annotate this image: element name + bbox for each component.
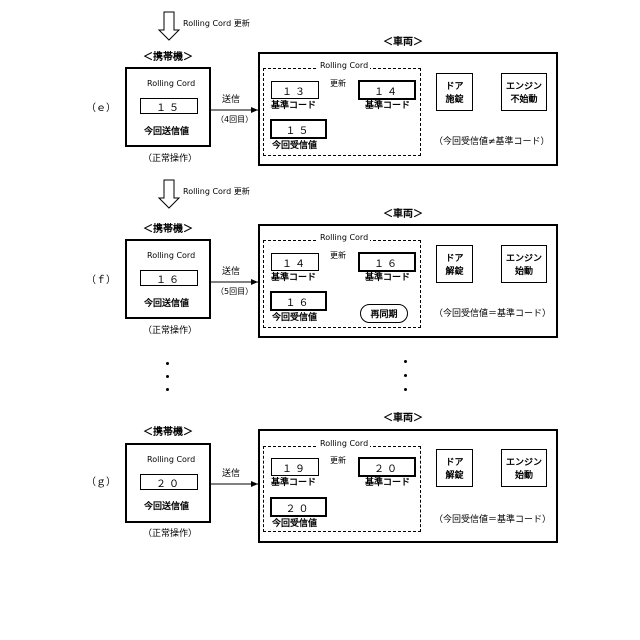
door-line-2: 施錠 [445,92,463,105]
this-tx-label: 今回送信値 [144,300,189,309]
section-label: （ｅ） [86,104,116,114]
mobile-title: ＜携帯機＞ [143,225,193,235]
rolling-cord-label: Rolling Cord [318,234,370,242]
door-line-1: ドア [445,251,463,264]
condition-label: （今回受信値≠基準コード） [434,138,550,147]
old-base-code-box: １３ [271,81,319,99]
update-label: 更新 [330,252,346,260]
vehicle-title: ＜車両＞ [383,414,423,424]
rolling-cord-label: Rolling Cord [147,252,195,260]
section-label: （ｆ） [86,276,116,286]
tx-label: 送信 [222,268,240,277]
update-caption-1: Rolling Cord 更新 [183,20,250,28]
base-code-label: 基準コード [271,274,316,283]
base-code-label: 基準コード [365,479,410,488]
this-tx-label: 今回送信値 [144,128,189,137]
engine-line-1: エンジン [506,455,542,468]
this-rx-label: 今回受信値 [272,520,317,529]
rolling-cord-label: Rolling Cord [318,62,370,70]
tx-value-box: １６ [140,270,198,286]
update-label: 更新 [330,80,346,88]
new-base-code-box: １６ [358,252,416,272]
door-line-1: ドア [445,79,463,92]
update-arrow-2 [159,180,179,208]
door-box: ドア 施錠 [436,73,473,111]
engine-line-1: エンジン [506,251,542,264]
rx-value-box: ２０ [270,497,327,517]
door-box: ドア 解錠 [436,245,473,283]
door-box: ドア 解錠 [436,449,473,487]
this-tx-label: 今回送信値 [144,503,189,512]
normal-op-label: （正常操作） [143,327,197,336]
engine-line-2: 始動 [515,264,533,277]
mobile-title: ＜携帯機＞ [143,53,193,63]
update-arrow-1 [159,12,179,40]
engine-box: エンジン 始動 [501,245,547,283]
engine-line-2: 不始動 [510,92,537,105]
condition-label: （今回受信値＝基準コード） [434,516,551,525]
this-rx-label: 今回受信値 [272,142,317,151]
engine-line-1: エンジン [506,79,542,92]
engine-box: エンジン 不始動 [501,73,547,111]
vehicle-title: ＜車両＞ [383,38,423,48]
rolling-cord-label: Rolling Cord [147,80,195,88]
base-code-label: 基準コード [365,102,410,111]
this-rx-label: 今回受信値 [272,314,317,323]
rx-value-box: １６ [270,291,327,311]
new-base-code-box: ２０ [358,457,416,477]
update-label: 更新 [330,457,346,465]
update-caption-2: Rolling Cord 更新 [183,188,250,196]
normal-op-label: （正常操作） [143,155,197,164]
engine-line-2: 始動 [515,468,533,481]
condition-label: （今回受信値＝基準コード） [434,310,551,319]
new-base-code-box: １４ [358,80,416,100]
tx-value-box: ２０ [140,474,198,490]
engine-box: エンジン 始動 [501,449,547,487]
tx-label: 送信 [222,470,240,479]
tx-count-label: （5回目） [216,288,253,296]
rx-value-box: １５ [270,119,327,139]
normal-op-label: （正常操作） [143,530,197,539]
old-base-code-box: １４ [271,253,319,271]
old-base-code-box: １９ [271,458,319,476]
tx-label: 送信 [222,96,240,105]
section-label: （ｇ） [86,478,116,488]
tx-count-label: （4回目） [216,116,253,124]
door-line-2: 解錠 [445,264,463,277]
vehicle-title: ＜車両＞ [383,210,423,220]
door-line-2: 解錠 [445,468,463,481]
door-line-1: ドア [445,455,463,468]
base-code-label: 基準コード [365,274,410,283]
rolling-cord-label: Rolling Cord [147,456,195,464]
mobile-title: ＜携帯機＞ [143,428,193,438]
resync-badge: 再同期 [360,304,408,323]
base-code-label: 基準コード [271,479,316,488]
tx-value-box: １５ [140,98,198,114]
rolling-cord-label: Rolling Cord [318,440,370,448]
base-code-label: 基準コード [271,102,316,111]
